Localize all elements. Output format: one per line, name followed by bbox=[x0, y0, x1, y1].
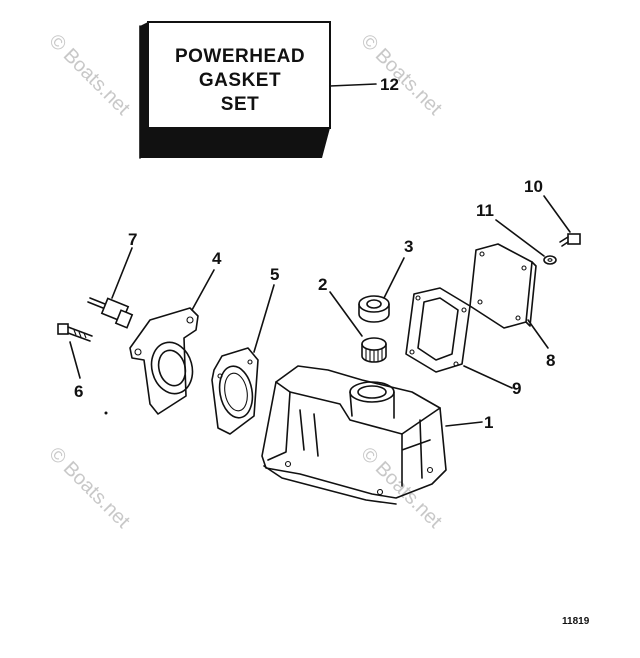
callout-2: 2 bbox=[318, 275, 327, 294]
watermark-top-right: © Boats.net bbox=[356, 30, 446, 120]
callout-10: 10 bbox=[524, 177, 543, 196]
part-5-gasket: 5 bbox=[211, 265, 279, 435]
part-9-cover-gasket: 9 bbox=[405, 287, 521, 398]
gasket-set-box: POWERHEAD GASKET SET 12 bbox=[139, 21, 399, 159]
part-3-seal: 3 bbox=[358, 237, 413, 323]
callout-7: 7 bbox=[128, 230, 137, 249]
figure-number: 11819 bbox=[562, 616, 590, 627]
box-line-3: SET bbox=[221, 94, 259, 115]
callout-5: 5 bbox=[270, 265, 279, 284]
part-6-screw: 6 bbox=[57, 323, 108, 415]
part-10-screw: 10 bbox=[524, 177, 581, 247]
callout-1: 1 bbox=[484, 413, 493, 432]
box-line-1: POWERHEAD bbox=[175, 46, 305, 67]
callout-12: 12 bbox=[380, 75, 399, 94]
watermark-bottom-left: © Boats.net bbox=[44, 443, 134, 533]
part-11-washer: 11 bbox=[476, 201, 557, 265]
part-7-temperature-switch: 7 bbox=[87, 230, 137, 329]
callout-3: 3 bbox=[404, 237, 413, 256]
watermark-top-left: © Boats.net bbox=[44, 30, 134, 120]
callout-4: 4 bbox=[212, 249, 222, 268]
callout-8: 8 bbox=[546, 351, 555, 370]
callout-9: 9 bbox=[512, 379, 521, 398]
part-2-needle-bearing: 2 bbox=[318, 275, 387, 363]
part-1-main-housing: 1 bbox=[261, 365, 493, 505]
callout-11: 11 bbox=[476, 201, 494, 220]
part-4-housing: 4 bbox=[129, 249, 222, 415]
part-8-cover-plate: 8 bbox=[469, 243, 555, 370]
box-line-2: GASKET bbox=[199, 70, 281, 91]
callout-6: 6 bbox=[74, 382, 83, 401]
